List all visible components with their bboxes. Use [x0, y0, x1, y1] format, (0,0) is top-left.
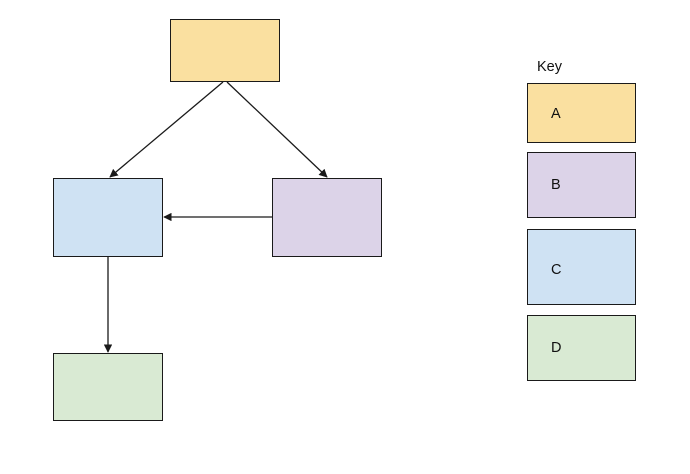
- key-swatch-a[interactable]: [527, 83, 636, 143]
- key-swatch-b[interactable]: [527, 152, 636, 218]
- key-label-b: B: [551, 177, 561, 193]
- key-swatch-d[interactable]: [527, 315, 636, 381]
- key-swatch-c[interactable]: [527, 229, 636, 305]
- edge-a-to-b: [226, 81, 328, 178]
- key-label-c: C: [551, 262, 562, 278]
- diagram-node-a[interactable]: [170, 19, 280, 82]
- diagram-node-b[interactable]: [272, 178, 382, 257]
- diagram-node-c[interactable]: [53, 178, 163, 257]
- edge-a-to-c: [109, 81, 224, 178]
- key-label-d: D: [551, 340, 562, 356]
- key-title: Key: [537, 59, 562, 75]
- diagram-node-d[interactable]: [53, 353, 163, 421]
- key-label-a: A: [551, 106, 561, 122]
